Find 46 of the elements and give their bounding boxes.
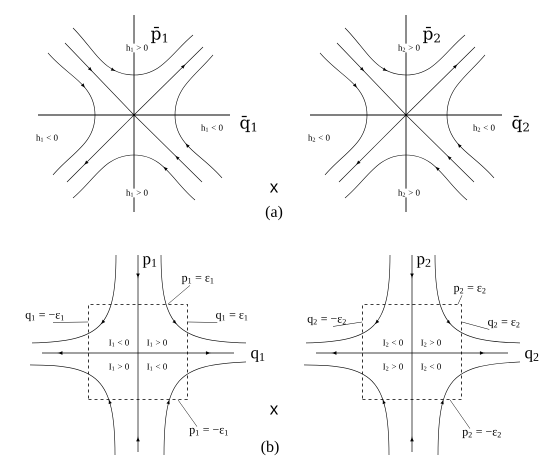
leader-line xyxy=(458,295,462,304)
region-label: h$_{1}$ > 0 xyxy=(125,44,149,52)
region-label: h$_{1}$ < 0 xyxy=(35,134,59,142)
axis-label: q̄$_{2}$ xyxy=(510,115,532,133)
boundary-label: q$_{1}$ = −ε$_{1}$ xyxy=(24,312,66,322)
axis-label: p̄$_{1}$ xyxy=(150,26,170,44)
axis-label: p$_{1}$ xyxy=(142,255,158,269)
region-label: I$_{1}$ > 0 xyxy=(146,338,168,348)
leader-line xyxy=(188,322,218,323)
axis-label: q$_{1}$ xyxy=(250,349,266,363)
leader-line xyxy=(168,285,190,304)
region-label: I$_{2}$ < 0 xyxy=(382,338,404,348)
leader-line xyxy=(178,400,198,427)
axis-label: q$_{2}$ xyxy=(524,349,540,363)
boundary-label: q$_{2}$ = −ε$_{2}$ xyxy=(306,316,348,326)
region-label: h$_{1}$ < 0 xyxy=(200,124,224,132)
region-label: h$_{1}$ > 0 xyxy=(125,188,149,198)
region-label: I$_{1}$ < 0 xyxy=(146,362,168,372)
region-label: h$_{2}$ > 0 xyxy=(397,188,421,198)
region-label: h$_{2}$ < 0 xyxy=(307,134,331,142)
axis-label: p$_{2}$ xyxy=(416,255,432,269)
axis-label: p̄$_{2}$ xyxy=(422,26,442,44)
boundary-label: p$_{2}$ = −ε$_{2}$ xyxy=(461,428,503,440)
axis-label: q̄$_{1}$ xyxy=(238,115,260,133)
leader-line xyxy=(450,400,470,429)
region-label: h$_{2}$ > 0 xyxy=(397,44,421,52)
panel-label: (b) xyxy=(260,440,280,456)
leader-line xyxy=(462,322,490,330)
product-sign: x xyxy=(268,182,280,194)
leader-line xyxy=(52,322,88,323)
boundary-label: q$_{1}$ = ε$_{1}$ xyxy=(214,312,250,322)
region-label: h$_{2}$ < 0 xyxy=(472,124,496,132)
dashed-box xyxy=(88,304,188,400)
dashed-box xyxy=(362,304,462,400)
boundary-label: p$_{1}$ = −ε$_{1}$ xyxy=(188,426,230,438)
region-label: I$_{2}$ < 0 xyxy=(420,362,442,372)
product-sign: x xyxy=(268,404,280,416)
boundary-label: q$_{2}$ = ε$_{2}$ xyxy=(486,318,522,330)
region-label: I$_{1}$ > 0 xyxy=(108,362,130,372)
region-label: I$_{1}$ < 0 xyxy=(108,338,130,348)
leader-line xyxy=(332,322,362,327)
region-label: I$_{2}$ > 0 xyxy=(382,362,404,372)
region-label: I$_{2}$ > 0 xyxy=(420,338,442,348)
panel-label: (a) xyxy=(264,204,284,222)
boundary-label: p$_{2}$ = ε$_{2}$ xyxy=(452,284,488,296)
boundary-label: p$_{1}$ = ε$_{1}$ xyxy=(180,274,216,286)
